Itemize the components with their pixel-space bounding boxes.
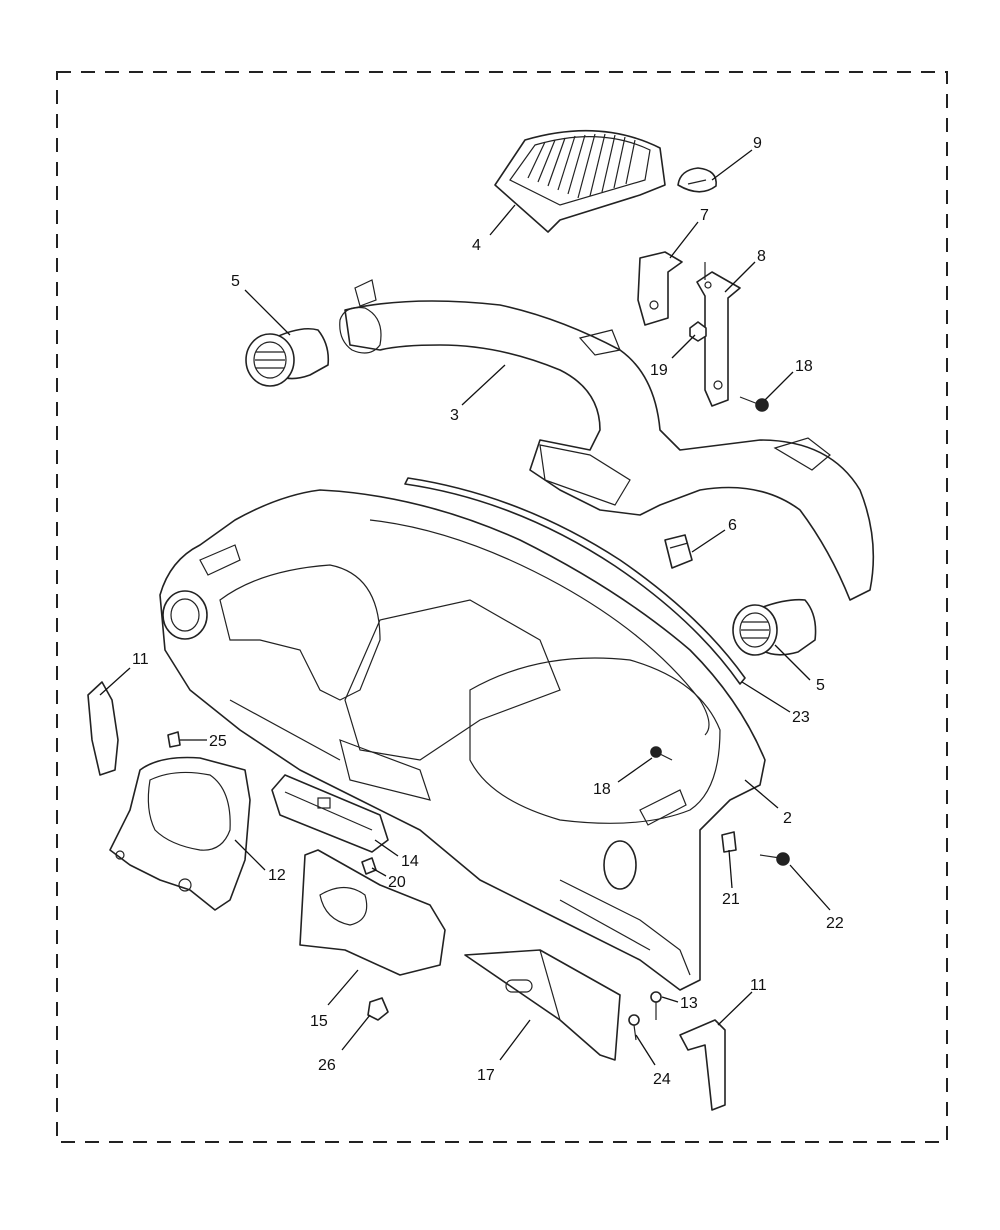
callout-18a: 18 — [795, 358, 813, 375]
callout-23: 23 — [792, 709, 810, 726]
leader-20 — [371, 867, 387, 877]
leader-26 — [341, 1014, 371, 1051]
part-11-side-trim-left — [87, 681, 119, 776]
leader-14 — [374, 839, 399, 857]
leader-18b — [617, 757, 653, 783]
part-24-screw — [628, 1014, 640, 1041]
leader-3 — [461, 364, 506, 406]
callout-19: 19 — [650, 362, 668, 379]
leader-7 — [669, 221, 699, 259]
callouts: 9 7 4 8 5 19 18 3 6 11 5 23 25 18 2 14 1… — [132, 135, 844, 1088]
callout-4: 4 — [472, 237, 481, 254]
callout-8: 8 — [757, 248, 766, 265]
leader-17 — [499, 1019, 531, 1061]
part-12-instrument-cowl — [109, 756, 251, 911]
leader-15 — [327, 969, 359, 1006]
callout-12: 12 — [268, 867, 286, 884]
part-14-center-vent — [271, 774, 389, 853]
callout-5a: 5 — [231, 273, 240, 290]
callout-11a: 11 — [132, 651, 149, 668]
part-11-side-trim-right — [679, 1019, 726, 1111]
part-6-plug — [664, 534, 693, 569]
part-20-clip — [361, 857, 377, 875]
callout-5b: 5 — [816, 677, 825, 694]
callout-26: 26 — [318, 1057, 336, 1074]
callout-14: 14 — [401, 853, 419, 870]
leader-21 — [728, 849, 733, 889]
callout-18b: 18 — [593, 781, 611, 798]
leader-11b — [717, 991, 753, 1026]
callout-7: 7 — [700, 207, 709, 224]
part-22-bolt — [759, 852, 790, 866]
part-18-screw-top — [739, 396, 769, 412]
leader-11a — [99, 667, 131, 696]
part-26-knob — [367, 997, 389, 1021]
leader-9 — [711, 149, 753, 181]
leader-2 — [744, 779, 779, 809]
part-21-clip — [721, 831, 737, 853]
callout-17: 17 — [477, 1067, 495, 1084]
leader-12 — [234, 839, 266, 871]
part-15-lower-trim — [299, 849, 446, 976]
callout-24: 24 — [653, 1071, 671, 1088]
leader-6 — [691, 529, 726, 553]
leader-13 — [661, 996, 679, 1003]
part-13-screw — [650, 991, 662, 1020]
callout-25: 25 — [209, 733, 227, 750]
leader-22 — [789, 864, 831, 911]
leader-19 — [671, 334, 696, 359]
leader-8 — [724, 261, 756, 293]
leader-5a — [244, 289, 291, 336]
leader-4 — [489, 204, 516, 236]
leader-18a — [764, 371, 794, 401]
callout-3: 3 — [450, 407, 459, 424]
part-18-screw-lower — [650, 746, 673, 761]
callout-22: 22 — [826, 915, 844, 932]
callout-15: 15 — [310, 1013, 328, 1030]
dashed-frame — [56, 71, 948, 1143]
callout-11b: 11 — [750, 977, 767, 994]
callout-20: 20 — [388, 874, 406, 891]
part-7-bracket — [637, 251, 683, 326]
callout-13: 13 — [680, 995, 698, 1012]
callout-2: 2 — [783, 810, 792, 827]
part-5-round-vent-left — [245, 327, 330, 387]
leader-lines — [99, 149, 831, 1066]
callout-6: 6 — [728, 517, 737, 534]
part-2-dashboard — [159, 489, 766, 991]
part-25-clip — [167, 731, 181, 748]
part-5-round-vent-right — [732, 598, 817, 656]
leader-5b — [774, 644, 811, 681]
part-9-cap — [677, 167, 717, 193]
leader-23 — [741, 681, 791, 713]
part-3-air-duct — [339, 279, 875, 601]
part-17-glovebox — [464, 949, 621, 1061]
part-23-trim-strip — [404, 477, 746, 685]
leader-24 — [635, 1034, 656, 1066]
part-4-upper-grille — [494, 129, 666, 233]
callout-9: 9 — [753, 135, 762, 152]
callout-21: 21 — [722, 891, 740, 908]
